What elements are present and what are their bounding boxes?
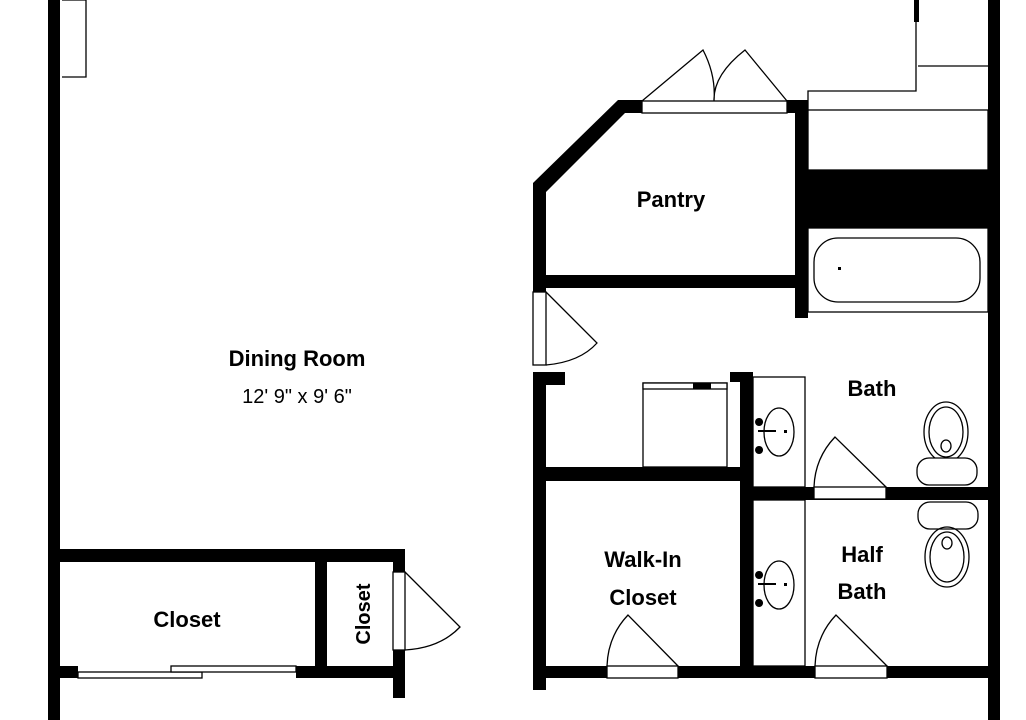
bath-label: Bath — [848, 376, 897, 401]
dining-room-label: Dining Room — [229, 346, 366, 371]
tub-drain-icon — [838, 267, 841, 270]
laundry-door-frame — [532, 291, 547, 366]
closet-bottom-wall-left — [60, 666, 78, 678]
small-closet-door-frame — [392, 571, 406, 651]
sliding-door-2[interactable] — [170, 665, 297, 673]
top-left-fixture — [62, 0, 87, 78]
small-closet-label: Closet — [353, 583, 375, 644]
halfbath-door-frame — [814, 665, 888, 679]
pantry-right-wall — [795, 100, 808, 318]
half-bath-label-1: Half — [841, 542, 883, 567]
bath-faucet-icon — [755, 418, 776, 454]
halfbath-faucet-icon — [755, 571, 776, 607]
walk-in-closet-label-2: Closet — [609, 585, 677, 610]
closet-bottom-wall-right — [296, 666, 405, 678]
bath-toilet-icon — [916, 401, 978, 486]
closet-door-frame — [606, 665, 679, 679]
walk-in-closet-door[interactable] — [606, 614, 679, 667]
counter — [807, 109, 989, 171]
bath-door[interactable] — [813, 436, 887, 488]
washer-control — [693, 383, 711, 389]
pantry-label: Pantry — [637, 187, 706, 212]
solid-wall-block — [808, 170, 988, 228]
bath-door-frame — [813, 486, 887, 500]
hall-bottom-wall — [533, 666, 988, 678]
halfbath-toilet-icon — [917, 501, 979, 588]
half-bath-label-2: Bath — [838, 579, 887, 604]
hall-left-wall — [533, 372, 546, 690]
closet-top-wall — [60, 549, 405, 562]
left-outer-wall — [48, 0, 60, 720]
walk-in-closet-label-1: Walk-In — [604, 547, 681, 572]
sliding-door-1[interactable] — [77, 671, 203, 679]
halfbath-door[interactable] — [814, 614, 888, 667]
pantry-double-door[interactable] — [641, 48, 788, 102]
pantry-diagonal-wall — [533, 100, 642, 292]
washer-dryer — [642, 382, 728, 468]
closet-label: Closet — [153, 607, 221, 632]
bathtub-icon — [813, 237, 981, 303]
pantry-bottom-wall — [533, 275, 808, 288]
halfbath-sink-drain — [784, 583, 787, 586]
small-closet-wall-top — [393, 549, 405, 572]
pantry-door-frame — [641, 100, 788, 114]
small-closet-door[interactable] — [404, 571, 461, 651]
dining-room-dimensions: 12' 9" x 9' 6" — [242, 386, 352, 408]
closet-divider-wall — [315, 549, 327, 678]
washer-top — [642, 382, 728, 390]
laundry-door[interactable] — [545, 291, 598, 366]
bath-sink-drain — [784, 430, 787, 433]
laundry-bottom-wall — [533, 467, 753, 481]
right-outer-wall — [988, 0, 1000, 720]
bath-left-wall — [740, 372, 753, 678]
